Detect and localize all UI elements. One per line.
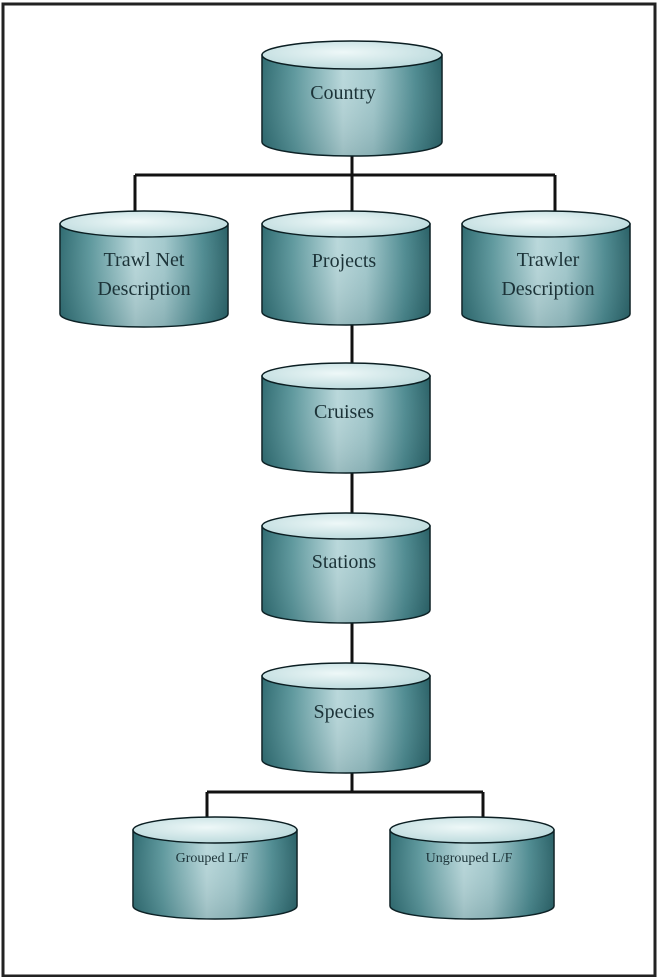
stations-label: Stations (312, 551, 377, 573)
grouped-lf-cylinder: Grouped L/F (132, 816, 298, 920)
species-label: Species (313, 701, 374, 723)
trawl-net-label-line2: Description (97, 278, 190, 300)
projects-cylinder: Projects (261, 210, 431, 326)
ungrouped-lf-label: Ungrouped L/F (426, 851, 513, 866)
ungrouped-lf-cylinder: Ungrouped L/F (389, 816, 555, 920)
trawler-label-line2: Description (501, 278, 594, 300)
cruises-cylinder: Cruises (261, 362, 431, 474)
country-label: Country (310, 82, 376, 104)
projects-label: Projects (312, 250, 377, 272)
trawl-net-description-cylinder: Trawl Net Description (59, 210, 229, 328)
species-cylinder: Species (261, 662, 431, 774)
cruises-label: Cruises (314, 401, 374, 423)
trawler-description-cylinder: Trawler Description (461, 210, 631, 328)
trawl-net-label-line1: Trawl Net (104, 249, 185, 271)
stations-cylinder: Stations (261, 512, 431, 624)
trawler-label-line1: Trawler (517, 249, 580, 271)
country-cylinder: Country (261, 40, 443, 157)
grouped-lf-label: Grouped L/F (176, 851, 249, 866)
